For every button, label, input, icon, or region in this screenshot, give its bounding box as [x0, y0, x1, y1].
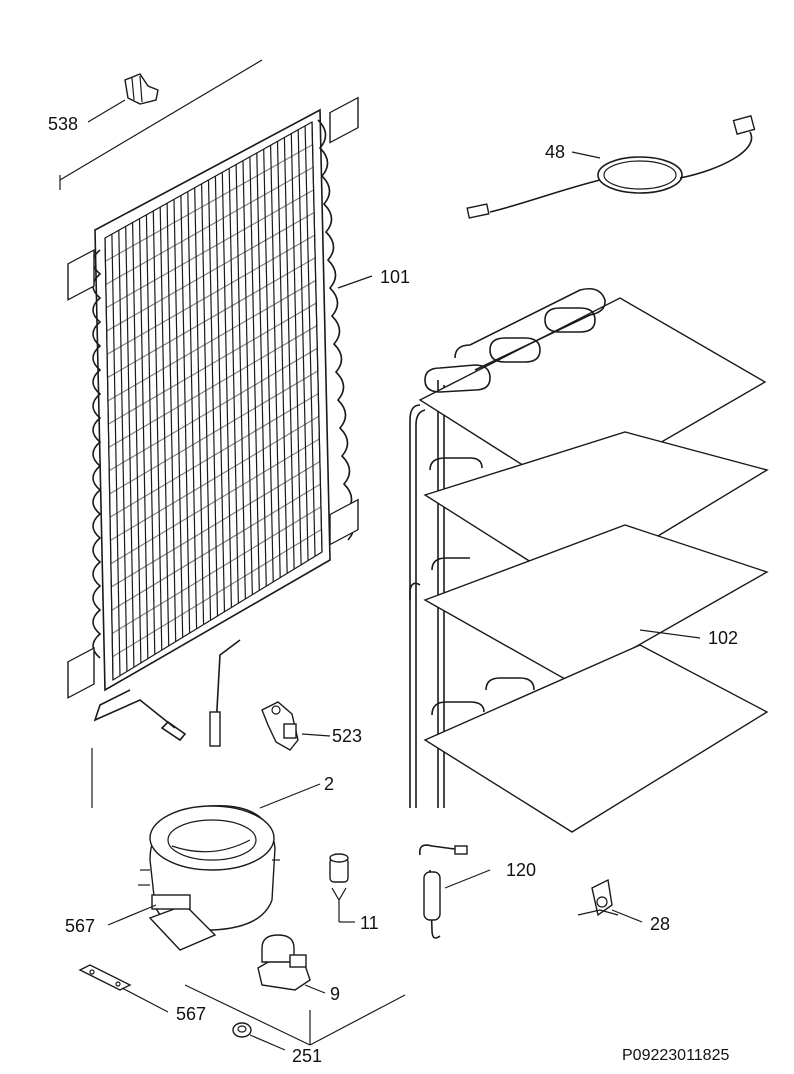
condenser-wire [111, 234, 121, 676]
label-567-upper: 567 [65, 916, 95, 936]
condenser-crosswire [110, 438, 320, 565]
condenser-crosswire [110, 415, 320, 541]
compressor-2 [107, 783, 321, 951]
bracket-523 [261, 701, 331, 751]
label-48: 48 [545, 142, 565, 162]
condenser-wire [125, 226, 135, 668]
condenser-wire [145, 214, 156, 655]
document-code: P09223011825 [622, 1047, 729, 1064]
label-11: 11 [360, 913, 379, 933]
sensor-120 [418, 844, 491, 939]
condenser-wire [118, 230, 128, 672]
condenser-wire [311, 121, 323, 553]
condenser-wire [228, 168, 239, 604]
condenser-wire [263, 149, 274, 582]
condenser-wire [283, 137, 295, 570]
condenser-wire [249, 156, 260, 591]
evaporator-shelves [409, 287, 769, 833]
condenser-wire [235, 164, 246, 599]
label-538: 538 [48, 114, 78, 134]
grommet-251 [184, 984, 406, 1051]
condenser-crosswire [108, 325, 318, 448]
label-2: 2 [324, 774, 334, 794]
condenser-crosswire [108, 347, 318, 472]
condenser-wire [104, 237, 114, 681]
condenser-crosswire [109, 393, 319, 518]
condenser-wire [214, 176, 226, 612]
condenser-wire [256, 152, 267, 587]
relay-11 [329, 853, 355, 923]
condenser-crosswire [111, 506, 322, 634]
condenser-crosswire [111, 460, 321, 588]
condenser-crosswire [111, 483, 321, 611]
condenser-wire [290, 133, 302, 565]
condenser-grille [59, 59, 359, 808]
condenser-wire [201, 183, 212, 621]
label-120: 120 [506, 860, 536, 880]
condenser-crosswire [105, 166, 314, 286]
condenser-wire [297, 129, 309, 561]
condenser-crosswire [105, 144, 313, 262]
condenser-crosswire [108, 302, 317, 425]
label-102: 102 [708, 628, 738, 648]
condenser-wire [207, 179, 219, 617]
condenser-wire [132, 222, 142, 663]
label-567-lower: 567 [176, 1004, 206, 1024]
condenser-wire [173, 199, 184, 638]
condenser-wire [152, 210, 163, 651]
condenser-crosswire [105, 189, 314, 309]
condenser-wire [138, 218, 149, 659]
condenser-wire [221, 172, 233, 608]
condenser-crosswire [106, 212, 315, 332]
condenser-crosswire [112, 528, 322, 658]
condenser-wire [159, 207, 170, 646]
condenser-wire [276, 141, 288, 574]
condenser-wire [187, 191, 198, 629]
label-28: 28 [650, 914, 670, 934]
condenser-wire [194, 187, 205, 625]
condenser-crosswire [107, 279, 316, 402]
clip-538 [87, 73, 159, 123]
label-9: 9 [330, 984, 340, 1004]
condenser-wire [180, 195, 191, 634]
condenser-crosswire [107, 257, 316, 379]
condenser-wire [304, 125, 316, 557]
strip-567 [78, 964, 169, 1013]
cable-48 [466, 115, 756, 219]
condenser-wire [242, 160, 253, 595]
condenser-crosswire [106, 234, 315, 355]
label-251: 251 [292, 1046, 322, 1066]
label-523: 523 [332, 726, 362, 746]
condenser-wire [166, 203, 177, 642]
clip-28 [577, 878, 643, 923]
label-101: 101 [380, 267, 410, 287]
condenser-wire [270, 145, 281, 578]
bracket-9 [257, 934, 326, 994]
condenser-crosswire [109, 370, 319, 495]
